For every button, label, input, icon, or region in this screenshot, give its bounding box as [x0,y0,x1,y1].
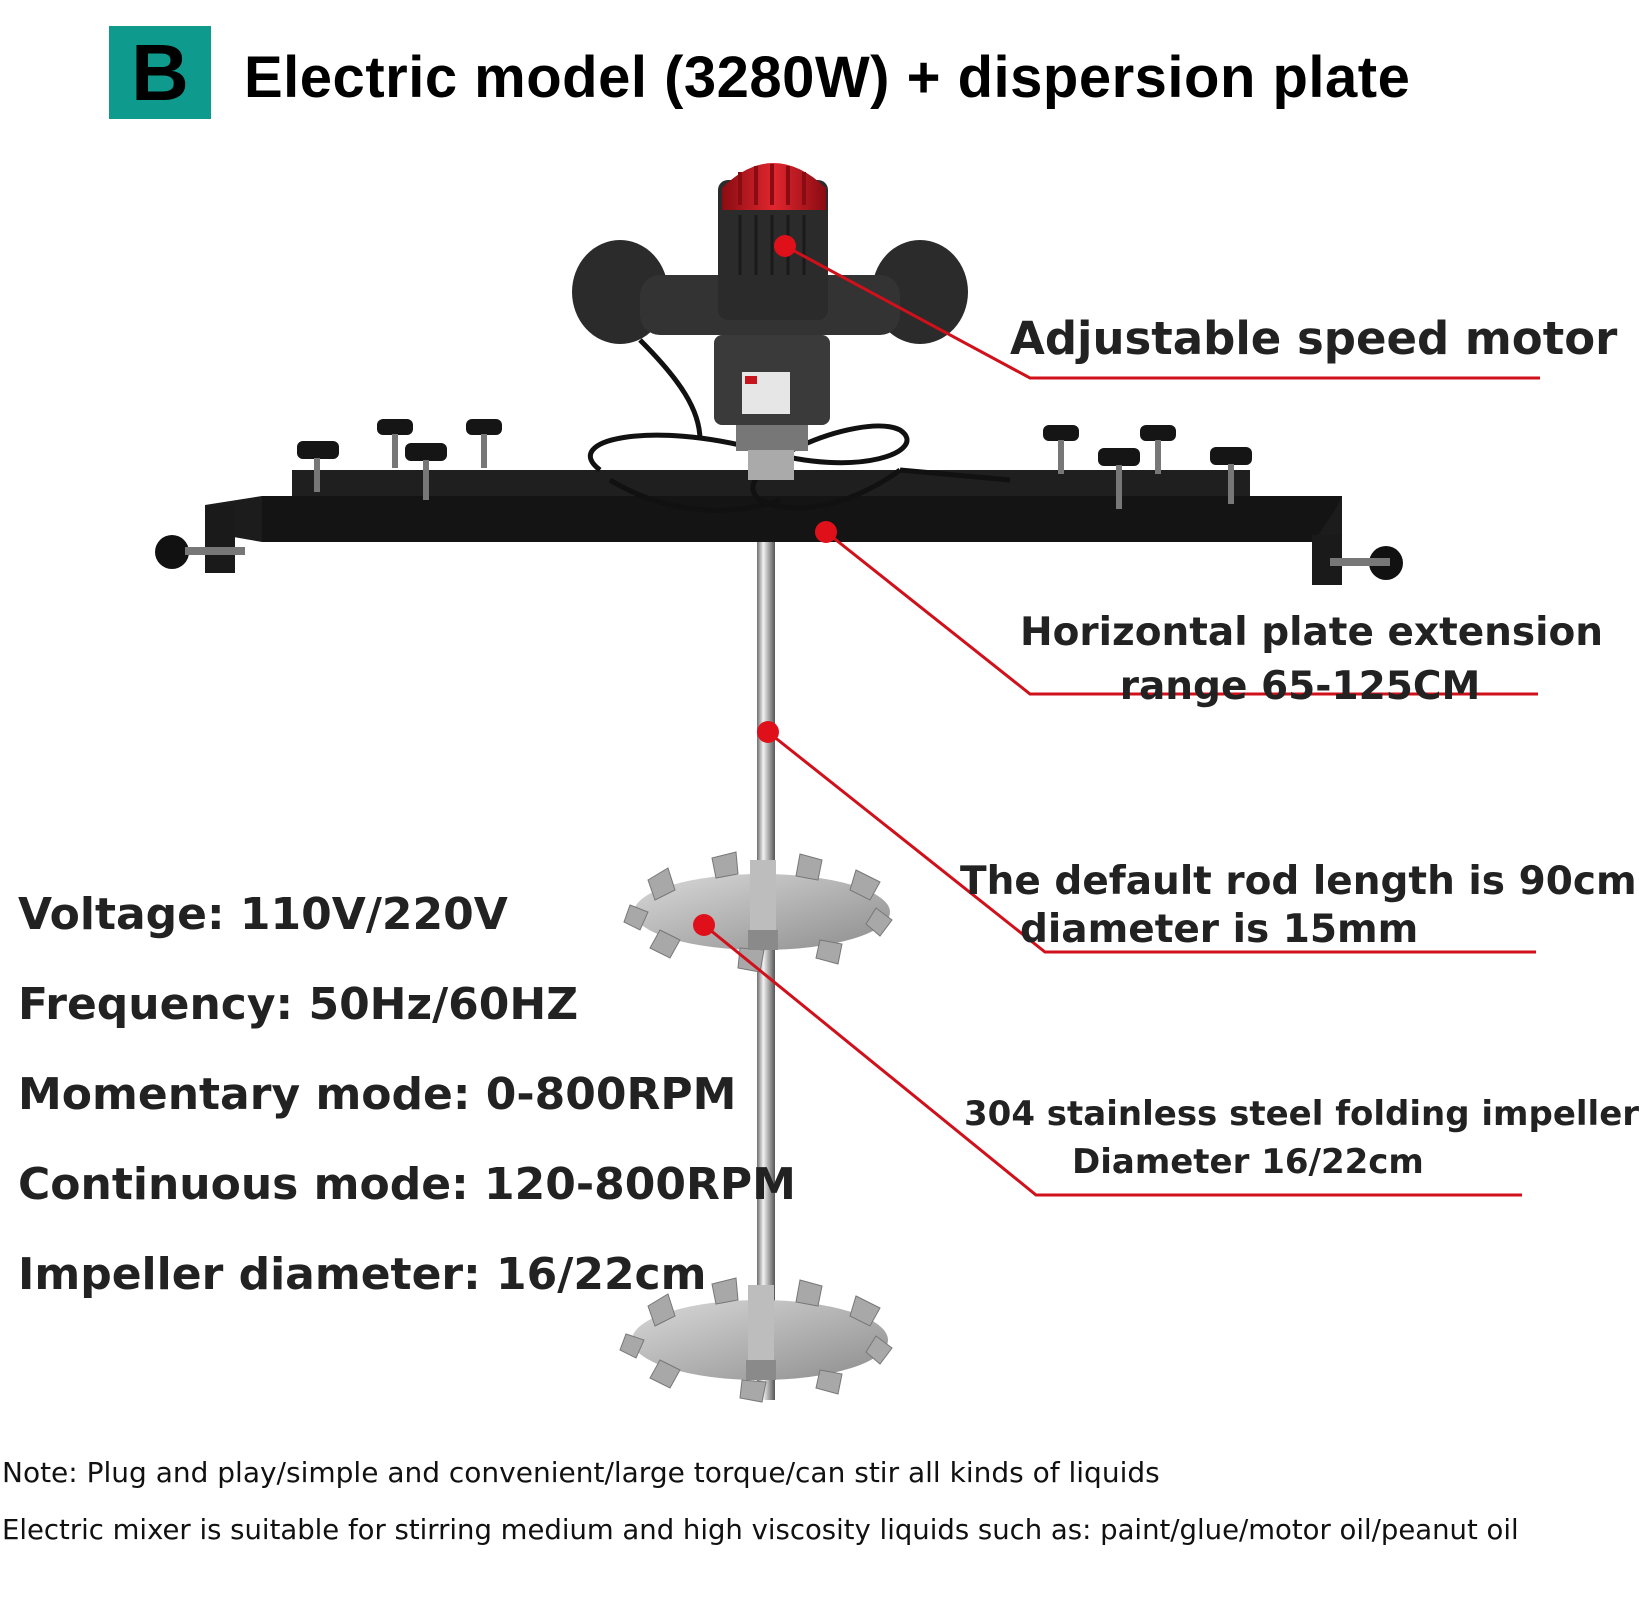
motor-callout: Adjustable speed motor [1010,312,1618,365]
spec-list: Voltage: 110V/220V Frequency: 50Hz/60HZ … [18,890,796,1340]
page-title: Electric model (3280W) + dispersion plat… [244,45,1411,110]
rod-callout-line2: diameter is 15mm [1020,907,1419,952]
power-cable [587,338,1011,513]
rod-callout: The default rod length is 90cm diameter … [960,858,1637,954]
clamp-knobs [297,419,1252,509]
mixing-rod [757,540,775,1400]
impeller-callout: 304 stainless steel folding impeller Dia… [964,1090,1639,1186]
callout-dots [693,235,837,936]
spec-impeller-diameter: Impeller diameter: 16/22cm [18,1249,707,1300]
horizontal-plate [155,470,1403,585]
spec-frequency: Frequency: 50Hz/60HZ [18,979,579,1030]
plate-callout: Horizontal plate extension range 65-125C… [1020,606,1604,714]
impeller-callout-line2: Diameter 16/22cm [1072,1142,1424,1182]
plate-callout-line2: range 65-125CM [1119,664,1481,709]
note-line-1: Note: Plug and play/simple and convenien… [2,1456,1160,1489]
product-illustration [155,163,1540,1403]
motor [572,163,968,480]
spec-momentary-mode: Momentary mode: 0-800RPM [18,1069,737,1120]
callout-lines [703,244,1540,1197]
lower-impeller [619,1277,893,1403]
impeller-callout-line1: 304 stainless steel folding impeller [964,1094,1639,1134]
plate-callout-line1: Horizontal plate extension [1020,610,1604,655]
note-line-2: Electric mixer is suitable for stirring … [2,1514,1519,1546]
spec-continuous-mode: Continuous mode: 120-800RPM [18,1159,796,1210]
rod-callout-line1: The default rod length is 90cm [960,859,1637,904]
model-badge: B [109,26,211,119]
spec-voltage: Voltage: 110V/220V [18,889,508,940]
